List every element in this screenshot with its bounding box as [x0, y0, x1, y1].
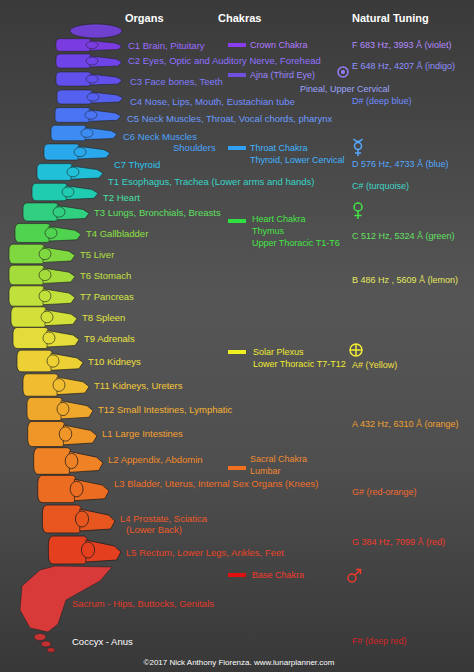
vertebra: [15, 224, 81, 243]
tuning-label: E 648 Hz, 4207 Å (indigo): [352, 61, 455, 72]
tuning-label: C# (turquoise): [352, 181, 409, 192]
tuning-label: B 486 Hz , 5609 Å (lemon): [352, 275, 458, 286]
chakra-label: Crown Chakra: [250, 40, 308, 51]
vertebra: [57, 90, 123, 104]
organ-label: C7 Thyroid: [114, 159, 160, 170]
chakra-bar: [228, 146, 246, 150]
organ-label: T12 Small Intestines, Lymphatic: [98, 404, 232, 415]
chakra-bar: [228, 466, 246, 470]
vertebra: [11, 307, 77, 327]
chakra-label: Ajna (Third Eye): [250, 70, 315, 81]
tuning-label: A# (Yellow): [352, 360, 397, 371]
chakra-label: Thymus: [252, 226, 284, 237]
organ-label: C3 Face bones, Teeth: [130, 76, 223, 87]
vertebra: [56, 39, 122, 52]
vertebra: [42, 505, 115, 533]
vertebra: [23, 203, 89, 221]
mercury-symbol: [354, 139, 363, 156]
chakra-label: Lower Thoracic T7-T12: [253, 359, 346, 370]
organ-label: T4 Gallbladder: [86, 228, 148, 239]
organ-label: T1 Esophagus, Trachea (Lower arms and ha…: [108, 176, 314, 187]
column-header: Organs: [125, 12, 164, 25]
vertebra: [9, 286, 75, 306]
coccyx-bone: [34, 634, 46, 641]
organ-label: C5 Neck Muscles, Throat, Vocal chords, p…: [127, 113, 332, 124]
chakra-label: Throat Chakra: [250, 143, 308, 154]
organ-label: T10 Kidneys: [88, 356, 141, 367]
tuning-label: A 432 Hz, 6310 Å (orange): [352, 419, 459, 430]
organ-label: L4 Prostate, Sciatica (Lower Back): [120, 513, 216, 535]
coccyx-bone: [47, 648, 55, 653]
chakra-label: Thyroid, Lower Cervical: [250, 155, 345, 166]
vertebra: [17, 350, 83, 372]
earth-symbol: [350, 344, 362, 356]
organ-label: L1 Large Intestines: [102, 428, 183, 439]
chakra-bar: [228, 219, 246, 223]
organ-label: T2 Heart: [103, 192, 140, 203]
chakra-label: Heart Chakra: [252, 214, 306, 225]
chakra-bar: [228, 73, 246, 77]
column-header: Natural Tuning: [352, 12, 429, 25]
vertebra: [9, 265, 75, 285]
vertebra: [9, 244, 75, 264]
organ-label: C1 Brain, Pituitary: [128, 40, 205, 51]
vertebra: [34, 448, 103, 475]
column-header: Chakras: [218, 12, 261, 25]
organ-label: C2 Eyes, Optic and Auditory Nerve, Foreh…: [128, 55, 321, 66]
vertebra: [48, 536, 121, 564]
copyright-note: ©2017 Nick Anthony Fiorenza. www.lunarpl…: [2, 657, 474, 668]
vertebra: [28, 421, 97, 446]
tuning-label: G# (red-orange): [352, 487, 417, 498]
organ-label: L3 Bladder, Uterus, Internal Sex Organs …: [114, 478, 318, 489]
tuning-label: G 384 Hz, 7099 Å (red): [352, 537, 445, 548]
coccyx-bone: [41, 641, 51, 647]
tuning-label: F 683 Hz, 3993 Å (violet): [352, 40, 452, 51]
vertebra: [13, 328, 79, 349]
organ-label: T6 Stomach: [80, 270, 131, 281]
organ-label: L5 Rectum, Lower Legs, Ankles, Feet: [126, 547, 284, 558]
sun-symbol: [338, 67, 348, 77]
chakra-bar: [228, 573, 246, 577]
organ-label: T5 Liver: [80, 249, 114, 260]
vertebra: [55, 108, 121, 123]
organ-label: Coccyx - Anus: [72, 636, 133, 647]
organ-label: T8 Spleen: [82, 312, 125, 323]
tuning-label: D# (deep blue): [352, 96, 412, 107]
chakra-label: Pineal, Upper Cervical: [300, 84, 390, 95]
vertebra: [37, 164, 103, 181]
chakra-label: Upper Thoracic T1-T6: [252, 238, 340, 249]
vertebra: [23, 374, 89, 396]
organ-label: T11 Kidneys, Ureters: [94, 380, 183, 391]
organ-label: T9 Adrenals: [84, 333, 135, 344]
organ-label: L2 Appendix, Abdomin: [108, 454, 203, 465]
chakra-label: Lumbar: [250, 466, 281, 477]
vertebra: [38, 475, 109, 502]
vertebra: [51, 125, 117, 140]
chakra-bar: [228, 350, 246, 354]
chakra-label: Base Chakra: [252, 570, 304, 581]
chakra-label: Sacral Chakra: [250, 454, 307, 465]
tuning-label: D 576 Hz, 4733 Å (blue): [352, 159, 449, 170]
organ-label: Sacrum - Hips, Buttocks, Genitals: [72, 598, 214, 609]
organ-label: C6 Neck Muscles Shoulders: [123, 131, 223, 153]
tuning-label: F# (deep red): [352, 636, 407, 647]
vertebra: [56, 72, 122, 86]
mars-symbol: [348, 570, 361, 583]
vertebra: [27, 397, 93, 420]
vertebra: [32, 183, 98, 201]
chakra-bar: [228, 43, 246, 47]
organ-label: C4 Nose, Lips, Mouth, Eustachian tube: [130, 96, 295, 107]
tuning-label: C 512 Hz, 5324 Å (green): [352, 231, 455, 242]
skull-base: [70, 24, 122, 38]
organ-label: T3 Lungs, Bronchials, Breasts: [94, 207, 221, 218]
moon-symbol: [352, 453, 359, 467]
venus-symbol: [354, 203, 362, 219]
chakra-label: Solar Plexus: [253, 347, 304, 358]
organ-label: T7 Pancreas: [80, 291, 134, 302]
vertebra: [56, 54, 122, 68]
vertebra: [44, 144, 110, 160]
